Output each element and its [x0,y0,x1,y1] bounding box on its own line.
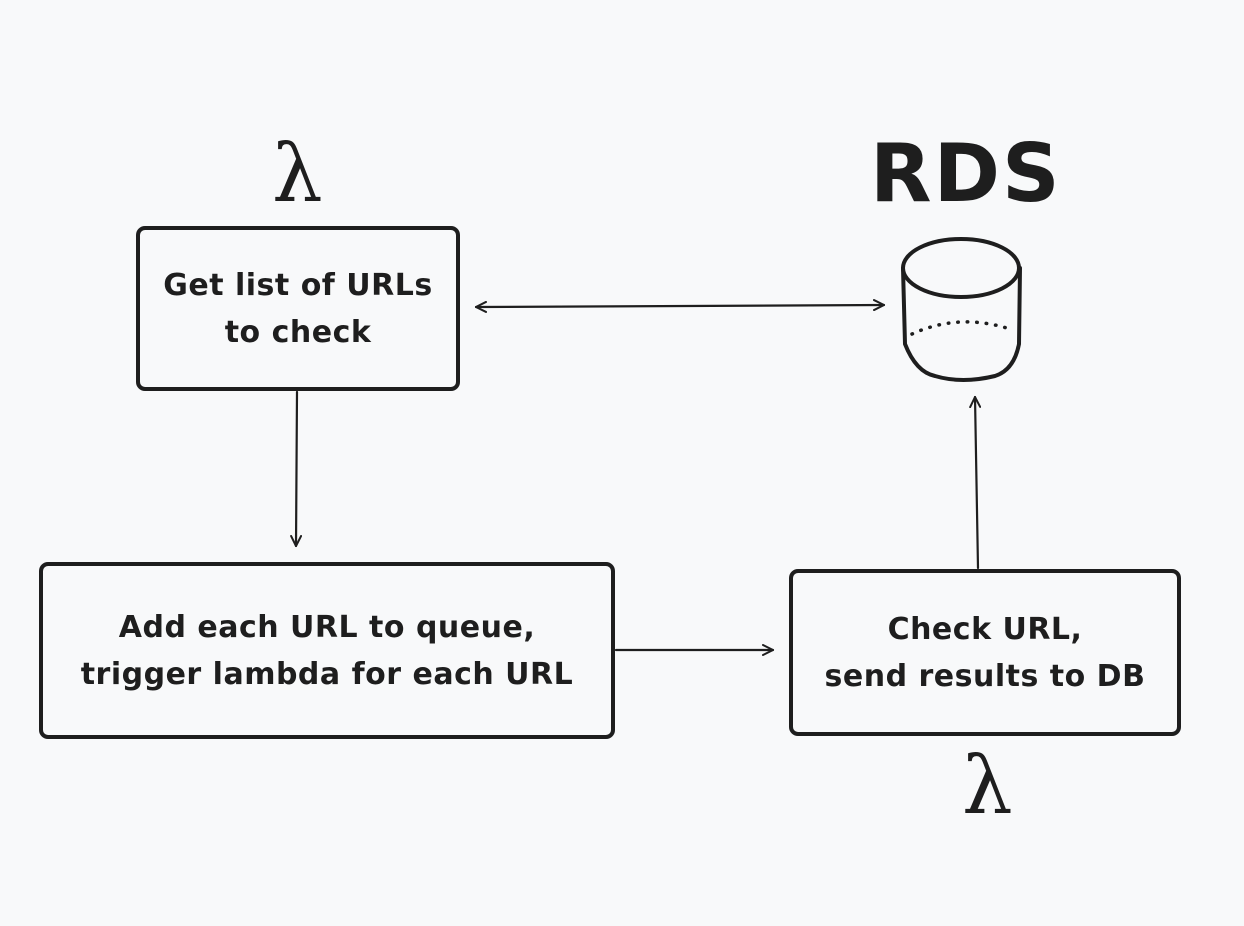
node-label-line: Check URL, [887,611,1083,647]
node-label-line: Add each URL to queue, [118,609,536,645]
arrow-get-urls-rds [474,299,886,313]
arrow-check-url-rds [969,395,982,570]
node-get-url-list: Get list of URLs to check [136,226,460,391]
node-label-line: to check [224,314,372,350]
lambda-icon: λ [272,127,323,220]
lambda-icon: λ [962,739,1013,832]
node-check-url: Check URL, send results to DB [789,569,1181,736]
node-label-line: trigger lambda for each URL [80,656,574,692]
node-label-line: send results to DB [824,658,1146,694]
node-label-line: Get list of URLs [163,267,433,303]
node-queue-urls: Add each URL to queue, trigger lambda fo… [39,562,615,739]
database-cylinder-icon [901,237,1022,382]
database-label: RDS [870,127,1062,220]
arrow-get-urls-queue [290,390,303,548]
